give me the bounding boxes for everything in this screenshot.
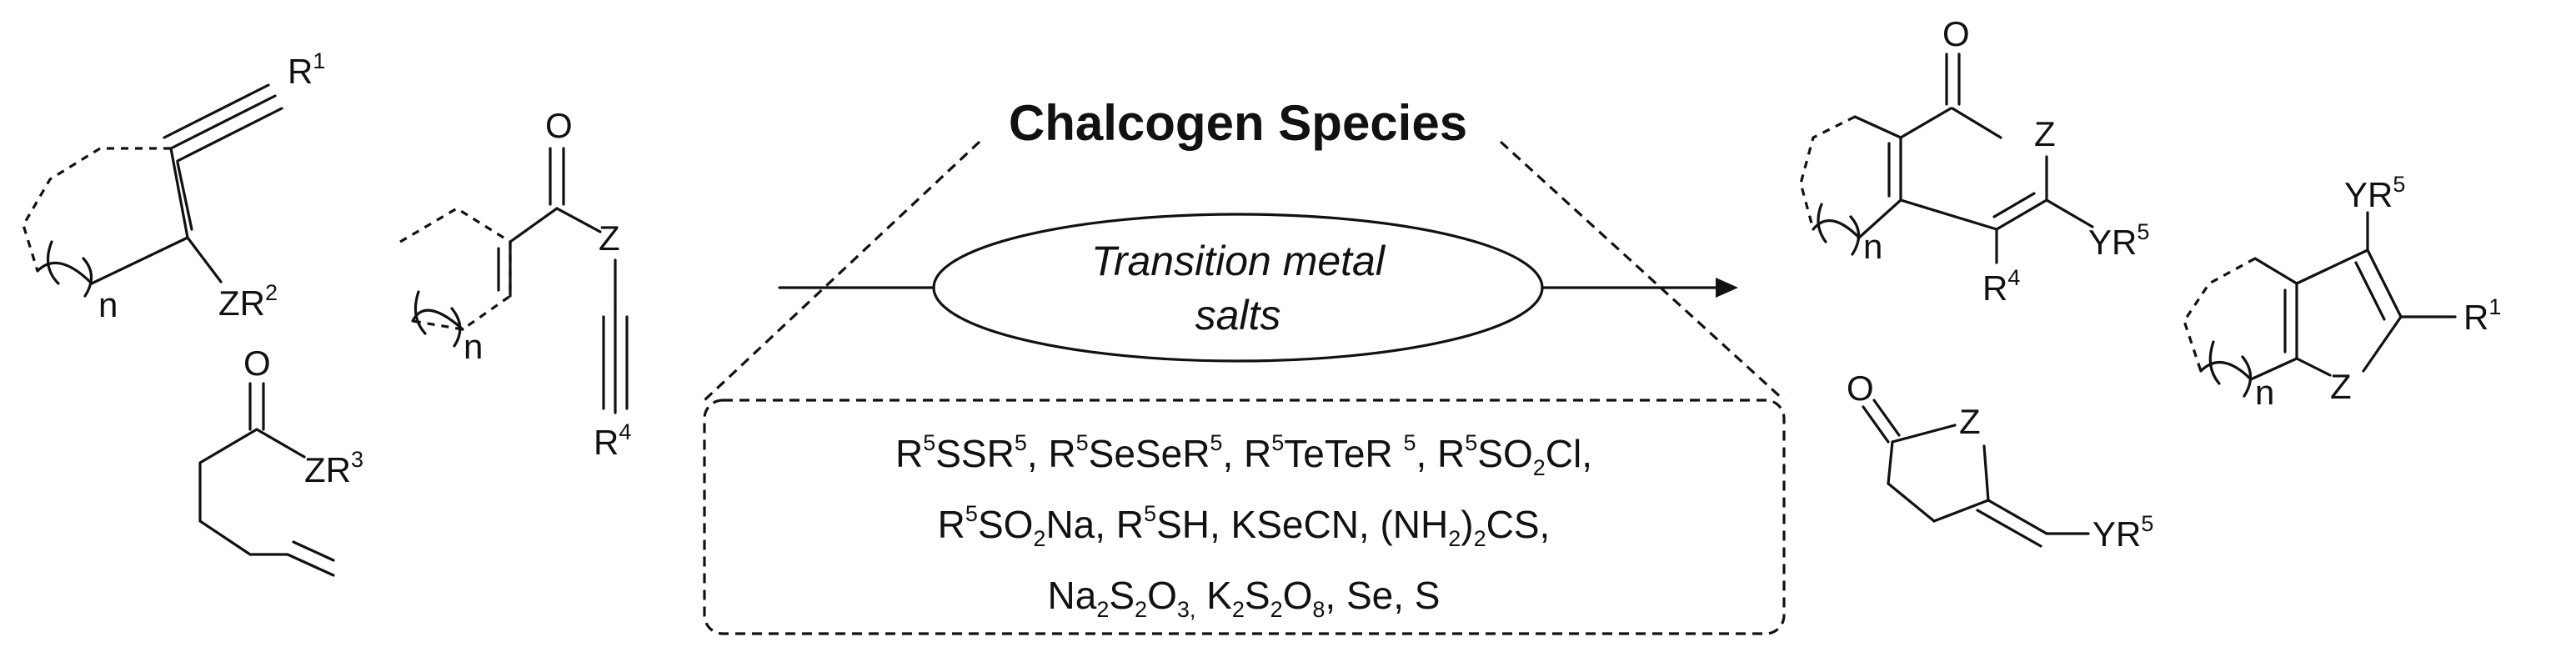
zr3-label: ZR3 xyxy=(304,447,363,489)
substrate-aryl-alkyne: n R1 ZR2 xyxy=(22,48,325,324)
reagent-box xyxy=(703,399,1786,635)
z-label-2: Z xyxy=(2034,114,2056,153)
n-label-2: n xyxy=(464,327,483,366)
n-label: n xyxy=(98,285,118,324)
yr5-label-3: YR5 xyxy=(2344,172,2405,214)
product-benzo-heterocycle: n Z YR5 R1 xyxy=(2183,172,2501,412)
o-label-2: O xyxy=(545,106,573,145)
reaction-arrow xyxy=(778,278,1738,298)
zr2-label: ZR2 xyxy=(218,280,278,323)
product-lactone: O Z YR5 xyxy=(1847,369,2153,554)
o-label: O xyxy=(243,344,271,383)
r4-label: R4 xyxy=(594,419,631,462)
substrate-alkenyl-ester: O ZR3 xyxy=(198,344,363,577)
r1-label-2: R1 xyxy=(2463,294,2501,337)
condition-ellipse: Transition metal salts xyxy=(932,213,1544,363)
r4-label-2: R4 xyxy=(1982,265,2020,308)
product-pyranone: n O Z YR5 R4 xyxy=(1799,14,2149,308)
z-label-4: Z xyxy=(2330,367,2352,406)
reagent-line1: R5SSR5, R5SeSeR5, R5TeTeR 5, R5SO2Cl, xyxy=(895,430,1592,480)
n-label-3: n xyxy=(1863,227,1882,266)
yr5-label: YR5 xyxy=(2088,219,2149,262)
condition-line2: salts xyxy=(1195,292,1281,339)
arrow-head-icon xyxy=(1716,278,1738,298)
reagent-line2: R5SO2Na, R5SH, KSeCN, (NH2)2CS, xyxy=(938,501,1551,551)
z-label-3: Z xyxy=(1959,402,1981,441)
reagent-line3: Na2S2O3, K2S2O8, Se, S xyxy=(1048,574,1441,622)
ring-methylene-chain xyxy=(36,261,93,285)
o-label-3: O xyxy=(1942,14,1970,53)
z-label: Z xyxy=(599,218,620,258)
funnel-right-line xyxy=(1499,140,1786,402)
funnel-left-line xyxy=(703,140,981,402)
chalcogen-title: Chalcogen Species xyxy=(1009,95,1467,151)
ring-solid-bonds xyxy=(90,147,189,285)
substrate-ynyl-aroyl: n O Z R4 xyxy=(399,106,631,462)
o-label-4: O xyxy=(1847,369,1874,408)
condition-line1: Transition metal xyxy=(1091,238,1386,284)
r1-label: R1 xyxy=(288,48,325,91)
n-label-4: n xyxy=(2255,373,2274,412)
yr5-label-2: YR5 xyxy=(2092,511,2153,554)
ring-dashed-bonds xyxy=(22,147,171,272)
